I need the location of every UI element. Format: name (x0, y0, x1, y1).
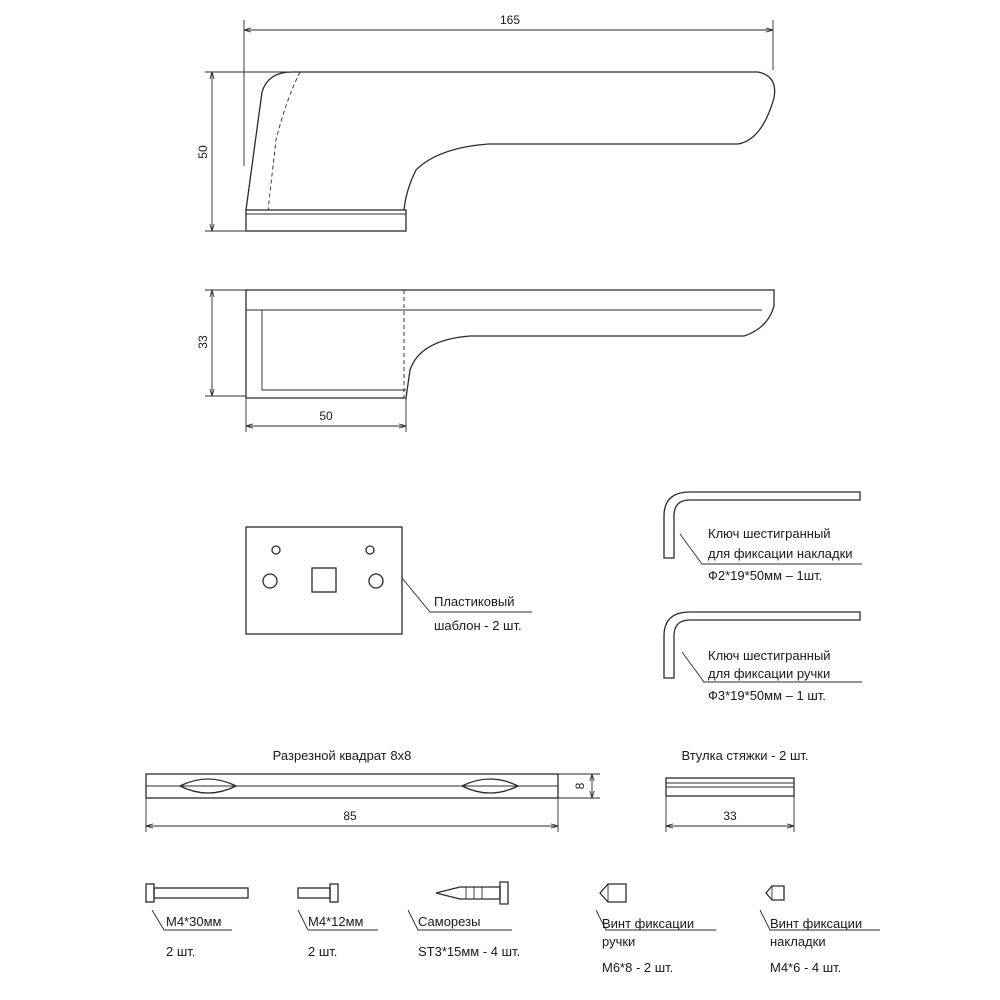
dim-label-handle-height: 50 (196, 145, 210, 159)
dim-label-handle-depth: 33 (196, 335, 210, 349)
screw-shaft (435, 886, 501, 900)
leader-line (297, 909, 378, 931)
template-large-hole (262, 573, 278, 589)
template-plate (245, 526, 403, 635)
template-label-line2: шаблон - 2 шт. (434, 618, 522, 633)
plastic-template: Пластиковый шаблон - 2 шт. (245, 526, 532, 635)
split-square-spring-left (178, 778, 238, 794)
bolt-head (329, 883, 339, 903)
hex-key-handle: Ключ шестигранный для фиксации ручки Ф3*… (663, 611, 862, 703)
self-tapping-screw: Саморезы ST3*15мм - 4 шт. (407, 881, 520, 959)
handle-top-outline (245, 289, 775, 399)
set-screw-cover: Винт фиксации накладки М4*6 - 4 шт. (759, 885, 880, 975)
fastener-5-name-line1: Винт фиксации (770, 916, 862, 931)
fastener-4-name-line1: Винт фиксации (602, 916, 694, 931)
hex-key-handle-outline (663, 611, 861, 679)
leader-line (595, 909, 716, 931)
fastener-1-qty: 2 шт. (166, 944, 195, 959)
fastener-3-qty: ST3*15мм - 4 шт. (418, 944, 520, 959)
dim-label-square-height: 8 (573, 782, 587, 789)
handle-top-inner (261, 310, 406, 391)
fastener-4-name-line2: ручки (602, 934, 635, 949)
fastener-3-name: Саморезы (418, 914, 480, 929)
split-square: Разрезной квадрат 8х8 85 8 (145, 748, 600, 832)
handle-side-outline (245, 71, 776, 211)
bolt-m4x30: М4*30мм 2 шт. (145, 883, 249, 959)
set-screw-body (599, 883, 627, 903)
bolt-head (145, 883, 155, 903)
fastener-5-name-line2: накладки (770, 934, 826, 949)
handle-side-hidden-edge (267, 71, 301, 211)
split-square-spring-right (460, 778, 520, 794)
template-square-hole (311, 567, 337, 593)
hex-key-handle-line3: Ф3*19*50мм – 1 шт. (708, 688, 826, 703)
fastener-1-name: М4*30мм (166, 914, 222, 929)
hex-key-handle-line1: Ключ шестигранный (708, 648, 831, 663)
dim-label-handle-base: 50 (319, 409, 333, 423)
leader-line (681, 651, 862, 683)
bolt-shaft (297, 887, 331, 899)
screw-head (499, 881, 509, 905)
fastener-2-qty: 2 шт. (308, 944, 337, 959)
hex-key-cover-line2: для фиксации накладки (708, 546, 853, 561)
dim-label-sleeve-length: 33 (723, 809, 737, 823)
leader-line (679, 533, 862, 565)
bolt-m4x12: М4*12мм 2 шт. (297, 883, 378, 959)
handle-side-view: 165 50 (196, 13, 776, 232)
leader-line (759, 909, 880, 931)
dim-label-handle-width: 165 (500, 13, 520, 27)
bolt-shaft (153, 887, 249, 899)
handle-top-view: 33 50 (196, 289, 775, 432)
fastener-2-name: М4*12мм (308, 914, 364, 929)
set-screw-body (765, 885, 785, 901)
leader-line (401, 577, 532, 613)
template-small-hole (271, 545, 281, 555)
template-large-hole (368, 573, 384, 589)
fastener-5-qty: М4*6 - 4 шт. (770, 960, 841, 975)
leader-line (151, 909, 232, 931)
fastener-4-qty: М6*8 - 2 шт. (602, 960, 673, 975)
hex-key-cover: Ключ шестигранный для фиксации накладки … (663, 491, 862, 583)
set-screw-handle: Винт фиксации ручки М6*8 - 2 шт. (595, 883, 716, 975)
sleeve-title: Втулка стяжки - 2 шт. (681, 748, 808, 763)
handle-side-rose-plate (245, 209, 407, 232)
hex-key-cover-outline (663, 491, 861, 559)
dim-label-square-length: 85 (343, 809, 357, 823)
sleeve: Втулка стяжки - 2 шт. 33 (665, 748, 809, 832)
hex-key-cover-line3: Ф2*19*50мм – 1шт. (708, 568, 822, 583)
template-label-line1: Пластиковый (434, 594, 514, 609)
hex-key-handle-line2: для фиксации ручки (708, 666, 830, 681)
template-small-hole (365, 545, 375, 555)
hex-key-cover-line1: Ключ шестигранный (708, 526, 831, 541)
leader-line (407, 909, 512, 931)
split-square-title: Разрезной квадрат 8х8 (273, 748, 412, 763)
